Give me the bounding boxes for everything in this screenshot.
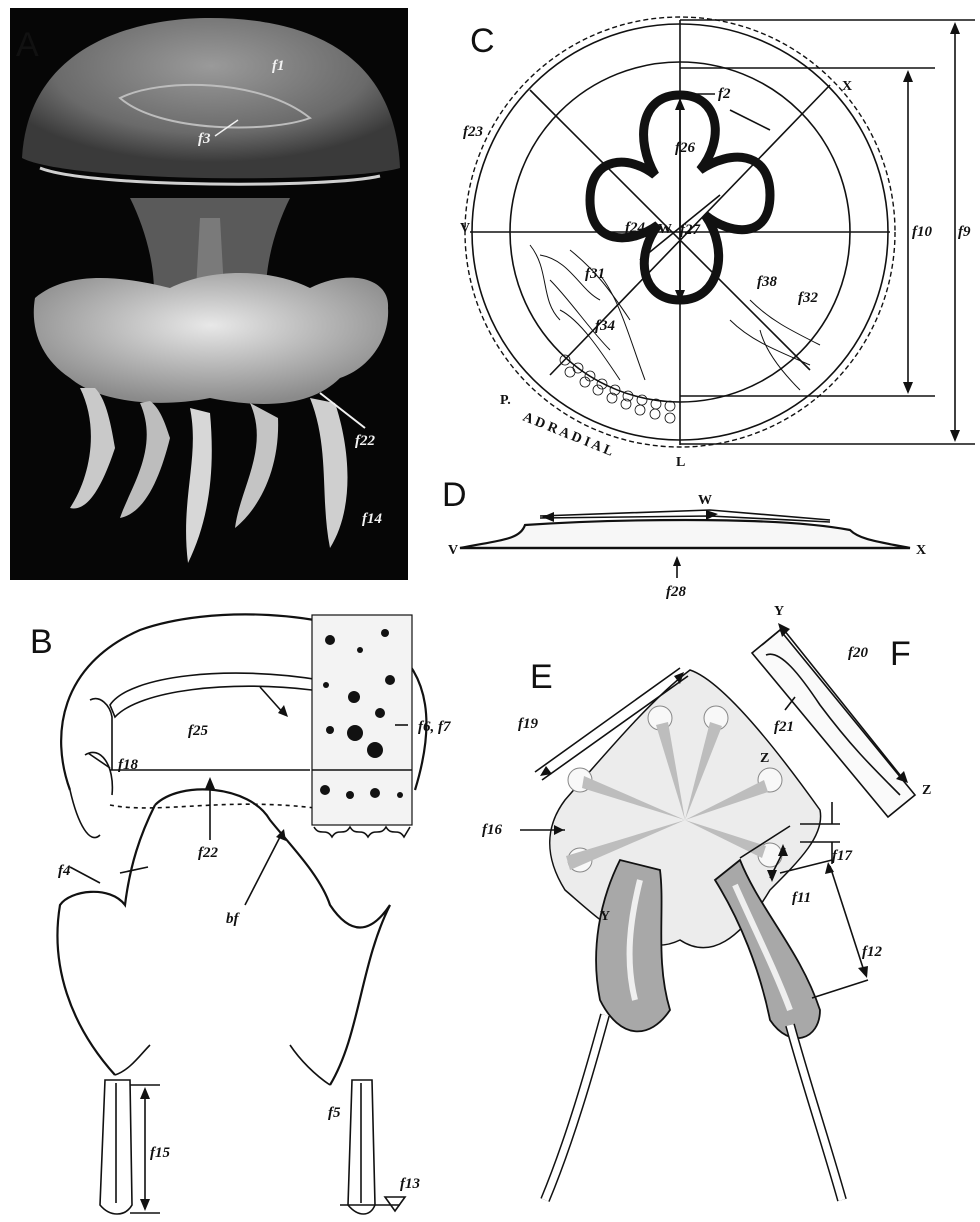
- label-c-w: W: [658, 222, 672, 237]
- label-f32: f32: [798, 290, 818, 306]
- label-f18: f18: [118, 757, 138, 773]
- label-f14: f14: [362, 511, 382, 527]
- panel-c-letter: C: [470, 22, 495, 60]
- label-f23: f23: [463, 124, 483, 140]
- oral-arm-left: [57, 805, 155, 1075]
- label-f21: f21: [774, 719, 794, 735]
- label-f-y: Y: [774, 604, 784, 619]
- label-f38: f38: [757, 274, 777, 290]
- label-c-p: P.: [500, 393, 511, 408]
- label-bf: bf: [226, 911, 241, 927]
- label-f25: f25: [188, 723, 208, 739]
- label-f5: f5: [328, 1105, 341, 1121]
- label-f27: f27: [680, 222, 700, 238]
- label-f2: f2: [718, 86, 731, 102]
- label-f4: f4: [58, 863, 71, 879]
- panel-b-letter: B: [30, 623, 53, 661]
- label-f26: f26: [675, 140, 695, 156]
- label-f31: f31: [585, 266, 605, 282]
- label-e-y: Y: [600, 909, 610, 924]
- label-d-v: V: [448, 543, 458, 558]
- panel-d: D W V X f28: [440, 470, 960, 600]
- label-d-w: W: [698, 493, 712, 508]
- label-f22: f22: [355, 433, 375, 449]
- panel-c-diagram: C: [430, 0, 975, 470]
- panel-b-diagram: B: [30, 605, 450, 1217]
- panel-d-diagram: D W V X f28: [440, 470, 960, 600]
- panel-c: C: [430, 0, 975, 470]
- label-f9: f9: [958, 224, 971, 240]
- panel-f: F Y f20 f21 Z: [740, 585, 975, 845]
- label-f19: f19: [518, 716, 538, 732]
- label-f24: f24: [625, 220, 645, 236]
- label-f17: f17: [832, 848, 852, 864]
- label-f1: f1: [272, 58, 285, 74]
- panel-a: A f1 f3 f22 f14: [10, 8, 408, 580]
- panel-e-letter: E: [530, 658, 553, 696]
- label-c-l: L: [676, 455, 685, 470]
- panel-a-photo: A f1 f3 f22 f14: [10, 8, 408, 580]
- label-f13: f13: [400, 1176, 420, 1192]
- oral-arm-right: [155, 789, 390, 1085]
- label-f34: f34: [595, 318, 615, 334]
- label-f28: f28: [666, 584, 686, 600]
- label-f22: f22: [198, 845, 218, 861]
- label-d-x: X: [916, 543, 926, 558]
- panel-f-diagram: F Y f20 f21 Z: [740, 585, 975, 845]
- panel-d-letter: D: [442, 476, 467, 514]
- label-f6f7: f6, f7: [418, 719, 451, 735]
- panel-f-letter: F: [890, 635, 911, 673]
- label-adradial: A D R A D I A L: [521, 410, 616, 460]
- label-f12: f12: [862, 944, 882, 960]
- label-f3: f3: [198, 131, 211, 147]
- label-c-v: V: [460, 221, 470, 236]
- label-c-x: X: [842, 79, 852, 94]
- gastric-pouch: [110, 673, 320, 717]
- label-f15: f15: [150, 1145, 170, 1161]
- label-f-z: Z: [922, 783, 931, 798]
- label-f16: f16: [482, 822, 502, 838]
- panel-b: B: [30, 605, 450, 1217]
- label-f10: f10: [912, 224, 932, 240]
- label-f20: f20: [848, 645, 868, 661]
- label-f11: f11: [792, 890, 811, 906]
